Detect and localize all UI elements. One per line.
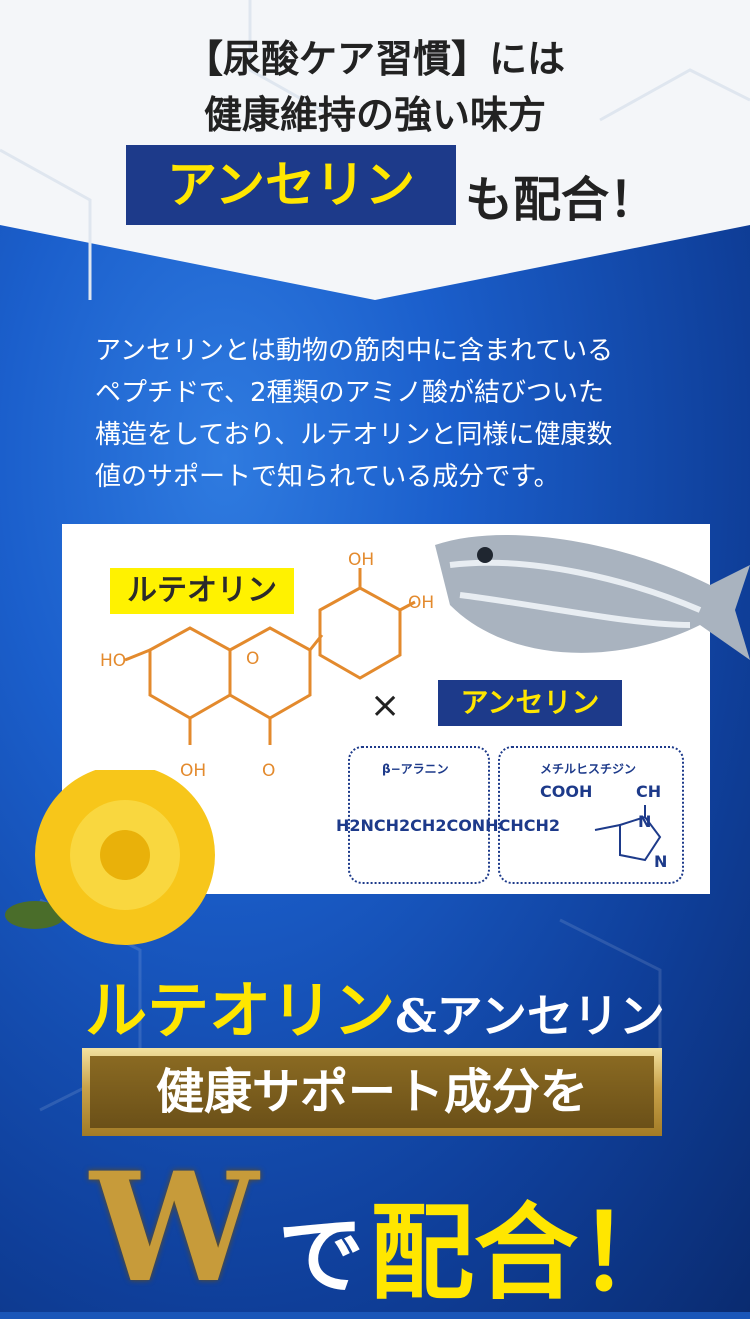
anserine-label: アンセリン — [438, 680, 622, 726]
luteolin-label: ルテオリン — [110, 568, 294, 614]
headline-line2: 健康維持の強い味方 — [203, 93, 546, 137]
highlight-suffix: も配合！ — [465, 172, 658, 228]
times-symbol: × — [370, 685, 401, 726]
cooh-label: COOH — [540, 782, 593, 801]
oh-label: OH — [408, 593, 434, 613]
highlight-box — [126, 145, 456, 225]
ho-label: HO — [100, 651, 126, 671]
n-label: N — [654, 852, 668, 871]
w-letter: W — [90, 1140, 259, 1316]
headline-line1: 【尿酸ケア習慣】には — [184, 37, 565, 81]
fish-image — [435, 534, 750, 660]
highlight-text: アンセリン — [167, 155, 415, 214]
luteolin-anserine-title: ルテオリン&アンセリン — [0, 960, 750, 1050]
oh-label: OH — [180, 761, 206, 781]
methylhistidine-label: メチルヒスチジン — [540, 762, 637, 776]
anserine-formula: H2NCH2CH2CONHCHCH2 — [336, 816, 560, 835]
intro-line: アンセリンとは動物の筋肉中に含まれている — [95, 336, 614, 366]
gold-banner-inner — [90, 1056, 654, 1128]
luteolin-structure: OH OH HO OH O O — [100, 550, 434, 781]
o-label: O — [262, 761, 275, 781]
de-text: で — [278, 1206, 364, 1306]
intro-paragraph: アンセリンとは動物の筋肉中に含まれている ペプチドで、2種類のアミノ酸が結びつい… — [95, 330, 675, 498]
intro-line: ペプチドで、2種類のアミノ酸が結びついた — [95, 378, 604, 408]
intro-line: 構造をしており、ルテオリンと同様に健康数 — [95, 420, 613, 450]
imidazole-ring — [594, 805, 662, 862]
title-luteolin: ルテオリン — [85, 974, 396, 1047]
intro-line: 値のサポートで知られている成分です。 — [95, 462, 560, 492]
n-label: N — [638, 812, 652, 831]
gold-banner-text: 健康サポート成分を — [155, 1064, 588, 1120]
haigo-text: 配合！ — [370, 1192, 683, 1314]
beta-alanine-box — [348, 746, 490, 884]
chrysanthemum-image — [5, 770, 215, 945]
oh-label: OH — [348, 550, 374, 570]
o-label: O — [246, 649, 259, 669]
title-anserine: &アンセリン — [395, 989, 665, 1043]
ch-label: CH — [636, 782, 662, 801]
methylhistidine-box — [498, 746, 684, 884]
beta-alanine-label: β−アラニン — [382, 762, 449, 776]
